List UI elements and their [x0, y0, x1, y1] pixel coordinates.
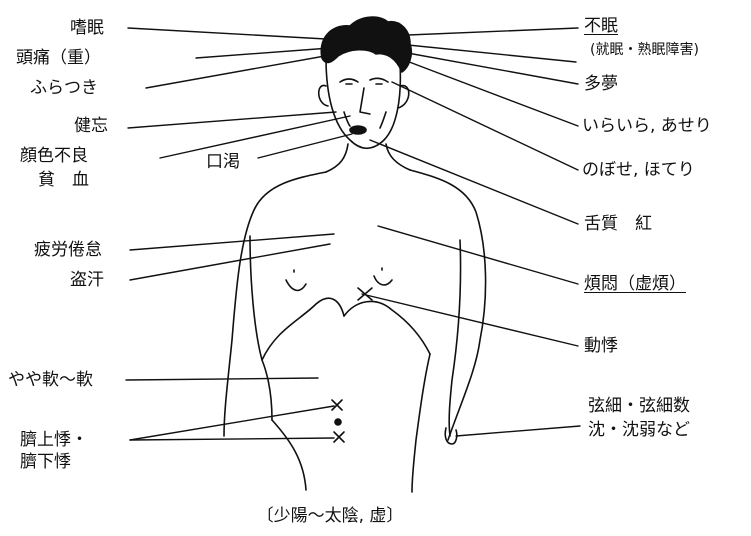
cheek-right — [380, 112, 386, 128]
navel — [335, 419, 341, 425]
label-yaya-nan: やや軟～軟 — [8, 370, 93, 390]
leader-tamu — [402, 52, 578, 84]
mouth — [350, 126, 366, 134]
label-fumin-detail: (就眠・熟眠障害) — [590, 40, 699, 60]
torso-right — [344, 301, 430, 354]
leader-furatsuki — [146, 54, 336, 88]
left-inner-arm — [250, 236, 272, 420]
waist-right — [412, 354, 430, 492]
label-tokan: 盗汗 — [70, 270, 104, 290]
leader-ganshoku — [160, 116, 350, 158]
label-hirou-kentai: 疲労倦怠 — [34, 240, 102, 260]
leader-zutsu — [196, 48, 330, 58]
label-saijo-ki: 臍上悸・ — [20, 430, 88, 450]
leader-fumin-2 — [398, 44, 576, 62]
navel-upper-x — [332, 400, 342, 410]
leader-saijo — [130, 406, 334, 440]
left-nipple — [286, 270, 306, 290]
leader-zesshitsu — [370, 140, 578, 224]
label-fumin: 不眠 — [584, 16, 618, 36]
leader-tokan — [130, 244, 330, 280]
neck-left — [326, 144, 348, 172]
right-nipple — [374, 268, 392, 285]
label-myaku-2: 沈・沈弱など — [588, 420, 690, 440]
label-shimin: 嗜眠 — [70, 18, 104, 38]
label-tamu: 多夢 — [584, 74, 618, 94]
label-hanmon: 煩悶（虚煩） — [584, 274, 686, 294]
leader-kuchi — [258, 134, 352, 158]
label-irairai: いらいら, あせり — [582, 116, 712, 136]
leader-nobose — [392, 82, 578, 170]
right-inner-arm — [449, 240, 460, 436]
leader-iraira — [404, 60, 578, 126]
label-doki: 動悸 — [584, 336, 618, 356]
waist-left — [272, 420, 306, 490]
leader-hanmon — [378, 226, 578, 284]
navel-lower-x — [334, 432, 344, 442]
left-shoulder-arm — [224, 172, 326, 436]
caption: 〔少陽～太陰, 虚〕 — [230, 506, 430, 526]
label-kenbo: 健忘 — [74, 116, 108, 136]
leader-hirou — [130, 234, 334, 250]
nose — [360, 88, 370, 114]
leader-myaku — [456, 426, 580, 436]
label-furatsuki: ふらつき — [30, 78, 98, 98]
right-eye — [370, 78, 388, 84]
chest-x — [358, 288, 372, 300]
label-myaku-1: 弦細・弦細数 — [588, 396, 690, 416]
label-hinketsu: 貧 血 — [38, 170, 89, 190]
leader-fumin — [384, 28, 578, 36]
face-outline — [326, 58, 400, 148]
leader-nan — [126, 378, 318, 380]
label-saika-ki: 臍下悸 — [20, 452, 71, 472]
label-nobose: のぼせ, ほてり — [582, 160, 695, 180]
leader-doki — [362, 294, 578, 346]
torso-left — [262, 298, 344, 360]
label-zutsu: 頭痛（重） — [16, 48, 101, 68]
leader-saika — [130, 438, 334, 440]
label-zesshitsu: 舌質 紅 — [584, 214, 652, 234]
cheek-left — [344, 112, 350, 126]
label-kuchi-katsu: 口渇 — [206, 152, 240, 172]
label-ganshoku-furyo: 顔色不良 — [20, 146, 88, 166]
left-eye — [340, 79, 358, 84]
leader-shimin — [128, 28, 344, 40]
left-ear — [319, 86, 328, 106]
